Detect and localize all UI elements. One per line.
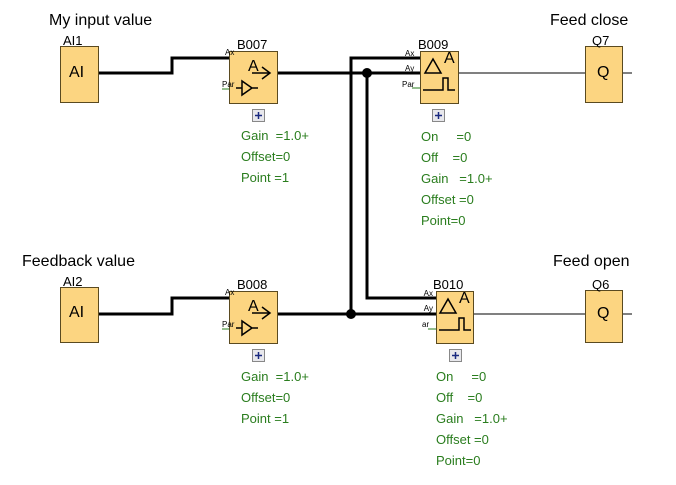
label-q6: Q6	[592, 277, 610, 292]
pin-ar: ar	[422, 320, 430, 329]
param-point: Point=0	[421, 213, 466, 228]
wire-junction2-b009	[349, 56, 420, 314]
label-q7: Q7	[592, 33, 610, 48]
title-output1: Feed close	[550, 12, 629, 29]
amplifier-icon	[236, 66, 272, 97]
param-point: Point =1	[241, 170, 290, 185]
pin-ax: Ax	[423, 289, 433, 298]
b008-a: A	[248, 298, 259, 315]
param-gain: Gain =1.0+	[421, 171, 493, 186]
q6-symbol: Q	[597, 305, 610, 322]
ai2-symbol: AI	[69, 304, 85, 321]
pin-ay: Ay	[423, 304, 433, 313]
param-on: On =0	[421, 129, 472, 144]
wire-junction1-b010	[365, 73, 436, 300]
b010-params: On =0 Off =0 Gain =1.0+ Offset =0 Point=0	[436, 366, 508, 471]
threshold-switch-icon	[438, 297, 471, 331]
b007-a: A	[248, 58, 259, 75]
title-input2: Feedback value	[22, 253, 135, 270]
param-point: Point =1	[241, 411, 290, 426]
block-q7	[585, 46, 623, 103]
param-point: Point=0	[436, 453, 481, 468]
param-offset: Offset=0	[241, 390, 291, 405]
param-offset: Offset =0	[421, 192, 474, 207]
ai1-symbol: AI	[69, 64, 85, 81]
junction-dot	[362, 68, 372, 78]
pin-par: Par	[222, 320, 235, 329]
block-b008	[229, 291, 278, 344]
param-offset: Offset =0	[436, 432, 489, 447]
junction-dot	[346, 309, 356, 319]
label-b007: B007	[237, 37, 268, 52]
block-q6	[585, 290, 623, 343]
pin-par: Par	[402, 80, 415, 89]
b010-a: A	[459, 290, 470, 307]
title-output2: Feed open	[553, 253, 630, 270]
param-off: Off =0	[421, 150, 468, 165]
param-gain: Gain =1.0+	[436, 411, 508, 426]
b009-a: A	[444, 50, 455, 67]
label-ai2: AI2	[63, 274, 83, 289]
pin-ax: Ax	[225, 288, 235, 297]
param-gain: Gain =1.0+	[241, 128, 309, 143]
param-on: On =0	[436, 369, 487, 384]
plus-icon[interactable]	[252, 109, 462, 362]
wire-ai2-b008	[98, 296, 229, 316]
amplifier-icon	[236, 306, 272, 337]
pin-ay: Ay	[405, 64, 415, 73]
block-b007	[229, 51, 278, 104]
param-gain: Gain =1.0+	[241, 369, 309, 384]
label-b008: B008	[237, 277, 268, 292]
title-input1: My input value	[49, 12, 153, 29]
param-offset: Offset=0	[241, 149, 291, 164]
block-b009	[420, 51, 459, 104]
wire-ai1-b007	[98, 56, 229, 75]
threshold-switch-icon	[423, 57, 455, 91]
pin-ax: Ax	[225, 48, 235, 57]
q7-symbol: Q	[597, 64, 610, 81]
label-ai1: AI1	[63, 33, 83, 48]
pin-par: Par	[222, 80, 235, 89]
block-b010	[436, 291, 474, 344]
label-b010: B010	[433, 277, 464, 292]
block-ai1	[60, 46, 99, 103]
pin-ax: Ax	[405, 49, 415, 58]
block-ai2	[60, 287, 99, 343]
label-b009: B009	[418, 37, 449, 52]
param-off: Off =0	[436, 390, 483, 405]
b009-params: On =0 Off =0 Gain =1.0+ Offset =0 Point=0	[421, 126, 493, 231]
